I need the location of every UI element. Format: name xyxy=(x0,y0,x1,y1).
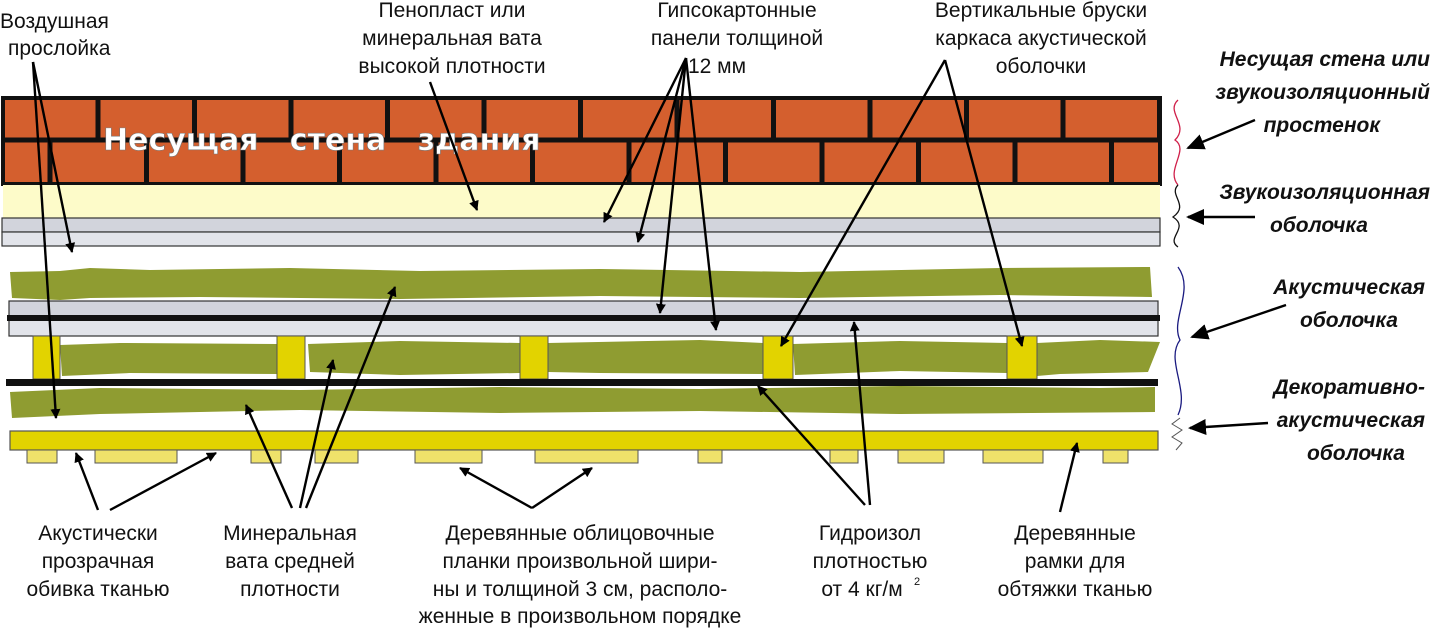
waterproof-membrane xyxy=(6,379,1158,386)
label-line: рамки для xyxy=(1025,550,1125,573)
wooden-planks xyxy=(26,449,1129,464)
label-line: прослойка xyxy=(8,37,111,60)
label-line: от 4 кг/м xyxy=(821,578,902,601)
label-line: женные в произвольном порядке xyxy=(419,605,742,628)
label-battens: Вертикальные бруски каркаса акустической… xyxy=(935,0,1147,78)
label-line: плотности xyxy=(240,578,340,601)
gypsum-panels-outer xyxy=(1,217,1161,247)
label-line: минеральная вата xyxy=(362,27,542,50)
label-line: Деревянные облицовочные xyxy=(445,522,714,545)
label-line: обивка тканью xyxy=(27,578,170,601)
label-air-gap: Воздушная прослойка xyxy=(0,10,111,60)
label-line: Звукоизоляционная xyxy=(1219,181,1430,204)
label-acoustic-shell: Акустическая оболочка xyxy=(1272,276,1425,332)
label-line: Пенопласт или xyxy=(378,0,525,22)
label-line: вата средней xyxy=(225,550,355,573)
label-line: обтяжки тканью xyxy=(998,578,1153,601)
brace-acoustic-shell xyxy=(1174,266,1185,416)
brace-decor-shell xyxy=(1171,417,1183,451)
label-line: плотностью xyxy=(813,550,928,573)
pointer-arrows xyxy=(31,57,1287,513)
mineral-wool-band-3 xyxy=(10,386,1155,418)
label-line: оболочка xyxy=(1270,214,1368,237)
label-line: Деревянные xyxy=(1014,522,1136,545)
label-line: высокой плотности xyxy=(358,55,545,78)
label-line: простенок xyxy=(1264,114,1382,137)
label-line: 12 мм xyxy=(688,55,746,78)
label-line: акустическая xyxy=(1277,409,1425,432)
label-mineral-wool: Минеральная вата средней плотности xyxy=(223,522,357,601)
label-waterproof: Гидроизол плотностью от 4 кг/м 2 xyxy=(813,522,928,601)
label-line: звукоизоляционный xyxy=(1215,81,1430,104)
gypsum-panels-inner xyxy=(7,300,1160,337)
wall-title: Несущая стена здания xyxy=(103,123,541,158)
label-line: Акустическая xyxy=(1272,276,1425,299)
label-line: Вертикальные бруски xyxy=(935,0,1147,22)
foam-layer xyxy=(3,185,1160,218)
label-line: Гипсокартонные xyxy=(657,0,816,22)
label-line: панели толщиной xyxy=(651,27,823,50)
label-line: оболочки xyxy=(996,55,1087,78)
label-sound-shell: Звукоизоляционная оболочка xyxy=(1219,181,1430,237)
label-line: Декоративно- xyxy=(1271,376,1425,399)
label-line: оболочка xyxy=(1300,309,1398,332)
brace-load-wall xyxy=(1173,99,1181,186)
label-gypsum: Гипсокартонные панели толщиной 12 мм xyxy=(651,0,823,78)
mineral-wool-band-1 xyxy=(10,267,1152,300)
brace-sound-shell xyxy=(1171,184,1181,248)
label-line: Минеральная xyxy=(223,522,357,545)
label-line: Акустически xyxy=(38,522,158,545)
label-line: Воздушная xyxy=(0,10,109,33)
label-line: прозрачная xyxy=(42,550,155,573)
label-line: Гидроизол xyxy=(819,522,921,545)
label-planks: Деревянные облицовочные планки произволь… xyxy=(419,522,742,628)
label-fabric: Акустически прозрачная обивка тканью xyxy=(27,522,170,601)
label-foam: Пенопласт или минеральная вата высокой п… xyxy=(358,0,545,78)
fabric-frame xyxy=(9,430,1159,451)
label-line: ны и толщиной 3 см, располо- xyxy=(433,578,728,601)
brick-wall: Несущая стена здания xyxy=(1,96,1162,186)
mineral-wool-band-2 xyxy=(60,340,1160,376)
label-line: Несущая стена или xyxy=(1220,48,1431,71)
label-load-wall: Несущая стена или звукоизоляционный прос… xyxy=(1215,48,1430,137)
label-frames: Деревянные рамки для обтяжки тканью xyxy=(998,522,1153,601)
label-decor-shell: Декоративно- акустическая оболочка xyxy=(1271,376,1425,465)
label-line: планки произвольной шири- xyxy=(443,550,718,573)
label-line: оболочка xyxy=(1307,442,1405,465)
superscript: 2 xyxy=(914,576,920,588)
label-line: каркаса акустической xyxy=(935,27,1147,50)
